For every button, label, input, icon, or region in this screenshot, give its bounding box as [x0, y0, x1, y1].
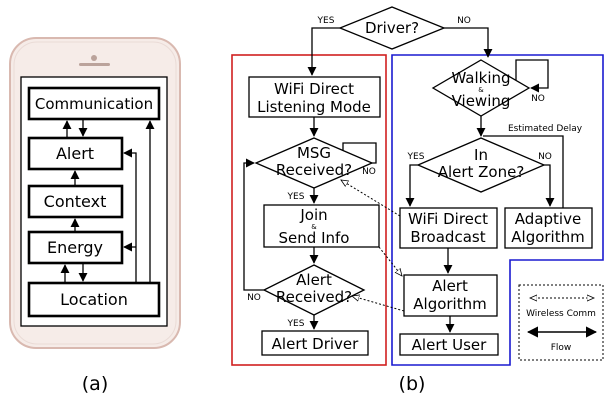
- driver-yes-label: YES: [317, 16, 335, 26]
- alert-zone-decision: [416, 137, 546, 193]
- arrow-driver-yes: [307, 27, 340, 76]
- wireless-link-msg-broadcast: [341, 180, 401, 217]
- join-send-box: [263, 204, 380, 248]
- alert-zone-label-1: In: [474, 146, 488, 164]
- legend: Wireless Comm Flow: [518, 284, 604, 361]
- communication-box: [27, 86, 161, 121]
- phone-diagram: Communication Alert Context Energy Locat…: [9, 37, 181, 395]
- alert-recv-yes-label: YES: [287, 319, 305, 329]
- driver-decision: [338, 6, 446, 50]
- walking-no-label: NO: [531, 94, 545, 104]
- caption-b: (b): [399, 373, 426, 395]
- msg-received-label-2: Received?: [276, 161, 352, 179]
- alert-driver-label: Alert Driver: [272, 335, 359, 353]
- join-label: Join: [299, 206, 327, 224]
- wifi-broadcast-label-1: WiFi Direct: [408, 210, 488, 228]
- driver-decision-label: Driver?: [365, 19, 419, 37]
- location-label: Location: [60, 290, 128, 309]
- arrow-zone-no: [544, 164, 555, 207]
- adaptive-algorithm-box: [504, 207, 593, 249]
- alert-algorithm-label-2: Algorithm: [413, 295, 486, 313]
- pedestrian-region: [391, 54, 604, 366]
- alert-user-box: [399, 333, 499, 356]
- alert-driver-box: [261, 330, 369, 356]
- walking-label: Walking: [451, 69, 510, 87]
- join-amp: &: [311, 223, 317, 231]
- viewing-label: Viewing: [452, 92, 511, 110]
- msg-received-label-1: MSG: [297, 144, 331, 162]
- arrow-location-to-alert: [123, 148, 137, 283]
- msg-no-label: NO: [362, 167, 376, 177]
- alert-algorithm-label-1: Alert: [432, 277, 468, 295]
- wireless-link-algorithm-alertrecv: [352, 296, 405, 312]
- zone-yes-label: YES: [407, 152, 425, 162]
- wifi-broadcast-box: [399, 207, 498, 249]
- energy-box: [27, 230, 124, 265]
- adaptive-label-2: Algorithm: [511, 228, 584, 246]
- energy-label: Energy: [47, 238, 103, 257]
- arrow-alert-recv-no-loop: [243, 158, 264, 291]
- zone-no-label: NO: [538, 152, 552, 162]
- wifi-listening-box: [248, 76, 381, 118]
- alert-zone-label-2: Alert Zone?: [438, 163, 525, 181]
- alert-received-label-1: Alert: [296, 271, 332, 289]
- arrow-zone-yes: [405, 164, 418, 207]
- wifi-listening-label-2: Listening Mode: [257, 98, 371, 116]
- send-info-label: Send Info: [279, 229, 350, 247]
- legend-wireless-label: Wireless Comm: [526, 309, 596, 319]
- alert-box: [27, 136, 124, 171]
- context-label: Context: [44, 192, 107, 211]
- alert-user-label: Alert User: [412, 336, 487, 354]
- phone-speaker: [79, 63, 110, 66]
- alert-label: Alert: [56, 144, 94, 163]
- phone-inner-edge: [13, 41, 177, 345]
- communication-label: Communication: [35, 95, 153, 113]
- wifi-listening-label-1: WiFi Direct: [274, 80, 354, 98]
- arrow-msg-no-loop: [342, 142, 377, 164]
- walking-amp: &: [478, 86, 484, 94]
- arrow-estimated-delay: [483, 135, 564, 208]
- wireless-link-join-algorithm: [378, 246, 402, 276]
- wifi-broadcast-label-2: Broadcast: [410, 228, 485, 246]
- estimated-delay-label: Estimated Delay: [508, 124, 583, 134]
- adaptive-label-1: Adaptive: [515, 210, 581, 228]
- alert-recv-no-label: NO: [247, 293, 261, 303]
- legend-flow-label: Flow: [551, 343, 572, 353]
- alert-algorithm-box: [403, 274, 498, 317]
- alert-received-label-2: Received?: [276, 288, 352, 306]
- arrow-walking-no-loop: [515, 59, 549, 93]
- arrow-driver-no: [444, 27, 493, 58]
- driver-no-label: NO: [457, 16, 471, 26]
- phone-camera: [91, 55, 97, 61]
- location-box: [27, 281, 161, 318]
- caption-a: (a): [82, 373, 108, 395]
- msg-yes-label: YES: [287, 192, 305, 202]
- flowchart: Driver? YES NO WiFi Direct Listening Mod…: [231, 6, 604, 395]
- driver-region: [231, 54, 387, 366]
